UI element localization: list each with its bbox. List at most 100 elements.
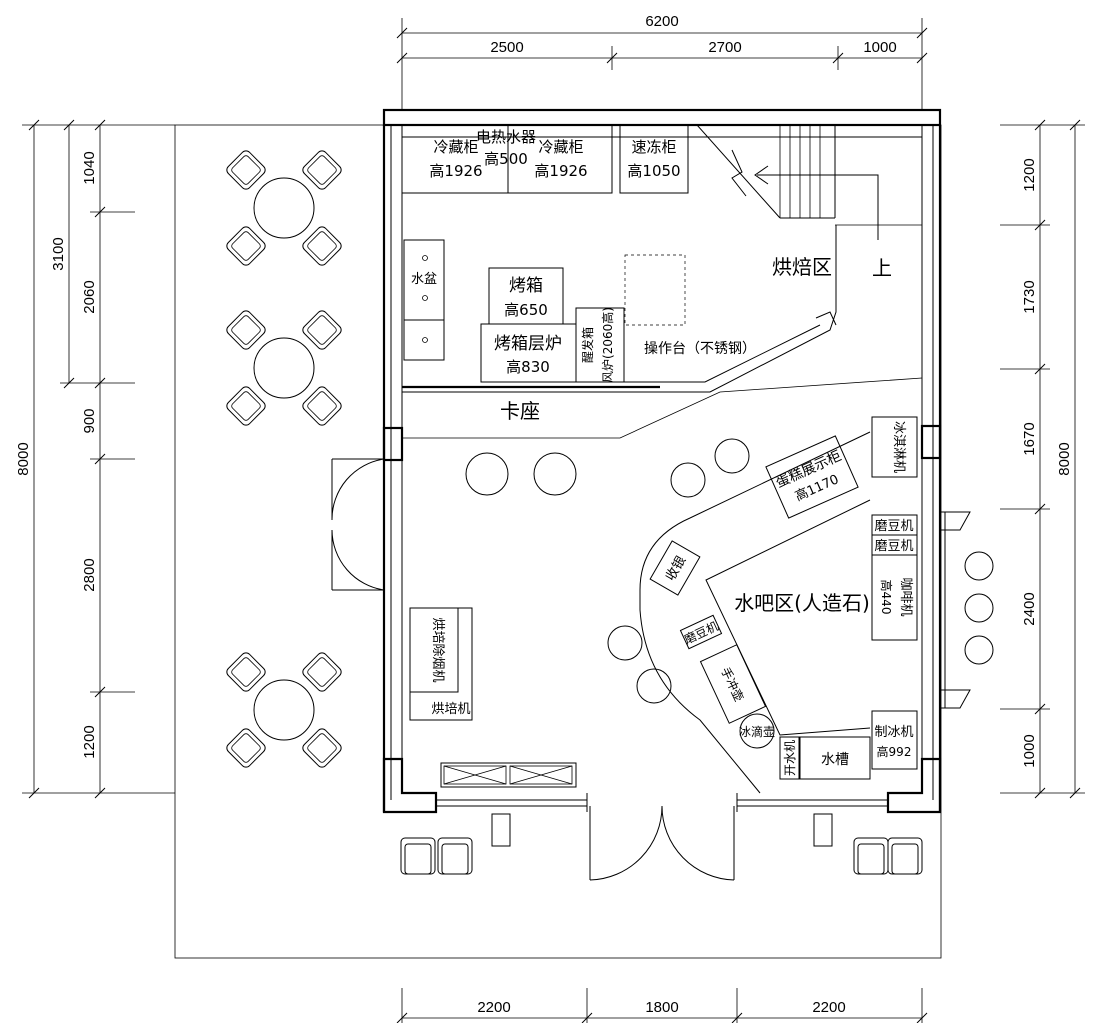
fridge-1-height: 高1926 <box>429 162 482 180</box>
dim-left-b2: 2060 <box>81 280 98 313</box>
proofer-label-2: 风炉(2060高) <box>600 307 615 383</box>
water-heater-name: 电热水器 <box>476 128 536 146</box>
outdoor-stool <box>964 551 994 581</box>
building-walls <box>382 108 942 814</box>
bar-sink-label: 水槽 <box>821 752 849 768</box>
outdoor-bench-left <box>400 837 473 875</box>
ice-drip-label: 冰滴壶 <box>739 724 775 739</box>
oven-name: 烤箱 <box>509 276 543 296</box>
dim-left-b3: 900 <box>81 408 98 433</box>
chair <box>302 310 342 350</box>
left-side-door[interactable] <box>331 458 385 591</box>
dim-right-total: 8000 <box>1056 442 1073 475</box>
chair <box>302 652 342 692</box>
dim-left-b5: 1200 <box>81 725 98 758</box>
booth-outline <box>402 377 923 439</box>
dim-top-seg3: 1000 <box>863 39 896 56</box>
bottom-dimensions: 2200 1800 2200 <box>396 988 928 1023</box>
grinder-3: 磨豆机 <box>679 614 723 650</box>
outdoor-table-set-3 <box>226 652 342 768</box>
outdoor-stool <box>964 635 994 665</box>
chair <box>226 386 266 426</box>
bar-zone-label: 水吧区(人造石) <box>734 591 870 615</box>
ice-drip-pot <box>739 713 775 749</box>
smoke-extractor <box>409 607 459 693</box>
cake-display-cabinet: 蛋糕展示柜 高1170 <box>765 435 859 519</box>
right-bay-windows <box>940 511 971 709</box>
chair <box>226 150 266 190</box>
post-left <box>491 813 511 847</box>
dim-right-3: 1670 <box>1021 422 1038 455</box>
front-display-boxes <box>440 762 577 788</box>
fridge-1-name: 冷藏柜 <box>433 138 478 156</box>
round-table <box>253 177 315 239</box>
top-dimensions: 6200 2500 2700 1000 <box>396 13 928 110</box>
main-entrance-door[interactable] <box>589 805 735 881</box>
outdoor-table-set-2 <box>226 310 342 426</box>
post-right <box>813 813 833 847</box>
chair <box>226 310 266 350</box>
dashed-area <box>624 254 686 326</box>
round-table <box>253 679 315 741</box>
dim-top-seg2: 2700 <box>708 39 741 56</box>
dim-left-b1: 1040 <box>81 151 98 184</box>
dim-left-a: 3100 <box>50 237 67 270</box>
dim-right-4: 2400 <box>1021 592 1038 625</box>
coffee-machine <box>871 554 918 641</box>
proofer-convection-oven <box>575 307 625 383</box>
dim-bottom-seg1: 2200 <box>477 999 510 1016</box>
smoke-extractor-label: 烘培除烟机 <box>430 617 446 682</box>
ice-maker-height: 高992 <box>877 744 912 759</box>
coffee-height-label: 高440 <box>879 580 894 615</box>
coffee-machine-label: 咖啡机 <box>898 577 913 616</box>
left-dimensions: 8000 3100 1040 2060 900 2800 1200 <box>15 119 175 799</box>
chair <box>226 728 266 768</box>
ice-cream-machine <box>871 416 918 478</box>
bar-counter-outline <box>639 431 871 794</box>
dim-top-seg1: 2500 <box>490 39 523 56</box>
dim-bottom-seg3: 2200 <box>812 999 845 1016</box>
roaster-label: 烘培机 <box>431 701 470 717</box>
chair <box>302 386 342 426</box>
booth-label: 卡座 <box>500 399 540 423</box>
booth-stool <box>465 452 509 496</box>
fridge-2-name: 冷藏柜 <box>538 138 583 156</box>
chair <box>302 150 342 190</box>
outdoor-bench-right <box>853 837 923 875</box>
dim-bottom-seg2: 1800 <box>645 999 678 1016</box>
proofer-label-1: 醒发箱 <box>580 327 595 363</box>
ice-maker <box>871 710 918 770</box>
bar-stool <box>607 625 643 661</box>
grinder-1-label: 磨豆机 <box>874 519 913 534</box>
ice-maker-name: 制冰机 <box>874 725 913 740</box>
dim-right-2: 1730 <box>1021 280 1038 313</box>
dim-top-total: 6200 <box>645 13 678 30</box>
oven-height: 高650 <box>504 301 548 319</box>
booth-stool <box>533 452 577 496</box>
dim-right-1: 1200 <box>1021 158 1038 191</box>
site-boundary <box>174 124 942 959</box>
chair <box>302 728 342 768</box>
hand-brew-label: 手冲壶 <box>718 665 747 704</box>
bar-stool <box>714 438 750 474</box>
ice-cream-label: 冰淇淋机 <box>891 421 906 473</box>
bar-stool <box>670 462 706 498</box>
bar-sink <box>799 736 871 780</box>
cashier-label: 收银 <box>663 554 689 584</box>
bakery-zone-label: 烘焙区 <box>772 255 832 279</box>
boiler-label: 开水机 <box>783 740 797 776</box>
sink-label: 水盆 <box>411 272 437 287</box>
outdoor-table-set-1 <box>226 150 342 266</box>
fridge-2-height: 高1926 <box>534 162 587 180</box>
cashier-counter: 收银 <box>649 540 701 596</box>
bar-stool <box>636 668 672 704</box>
chair <box>226 652 266 692</box>
round-table <box>253 337 315 399</box>
freezer-name: 速冻柜 <box>631 138 676 156</box>
dim-right-5: 1000 <box>1021 734 1038 767</box>
dim-left-total: 8000 <box>15 442 32 475</box>
bar-counter-inner <box>705 499 871 736</box>
boiler <box>779 736 800 780</box>
stair-up-label: 上 <box>872 256 892 280</box>
